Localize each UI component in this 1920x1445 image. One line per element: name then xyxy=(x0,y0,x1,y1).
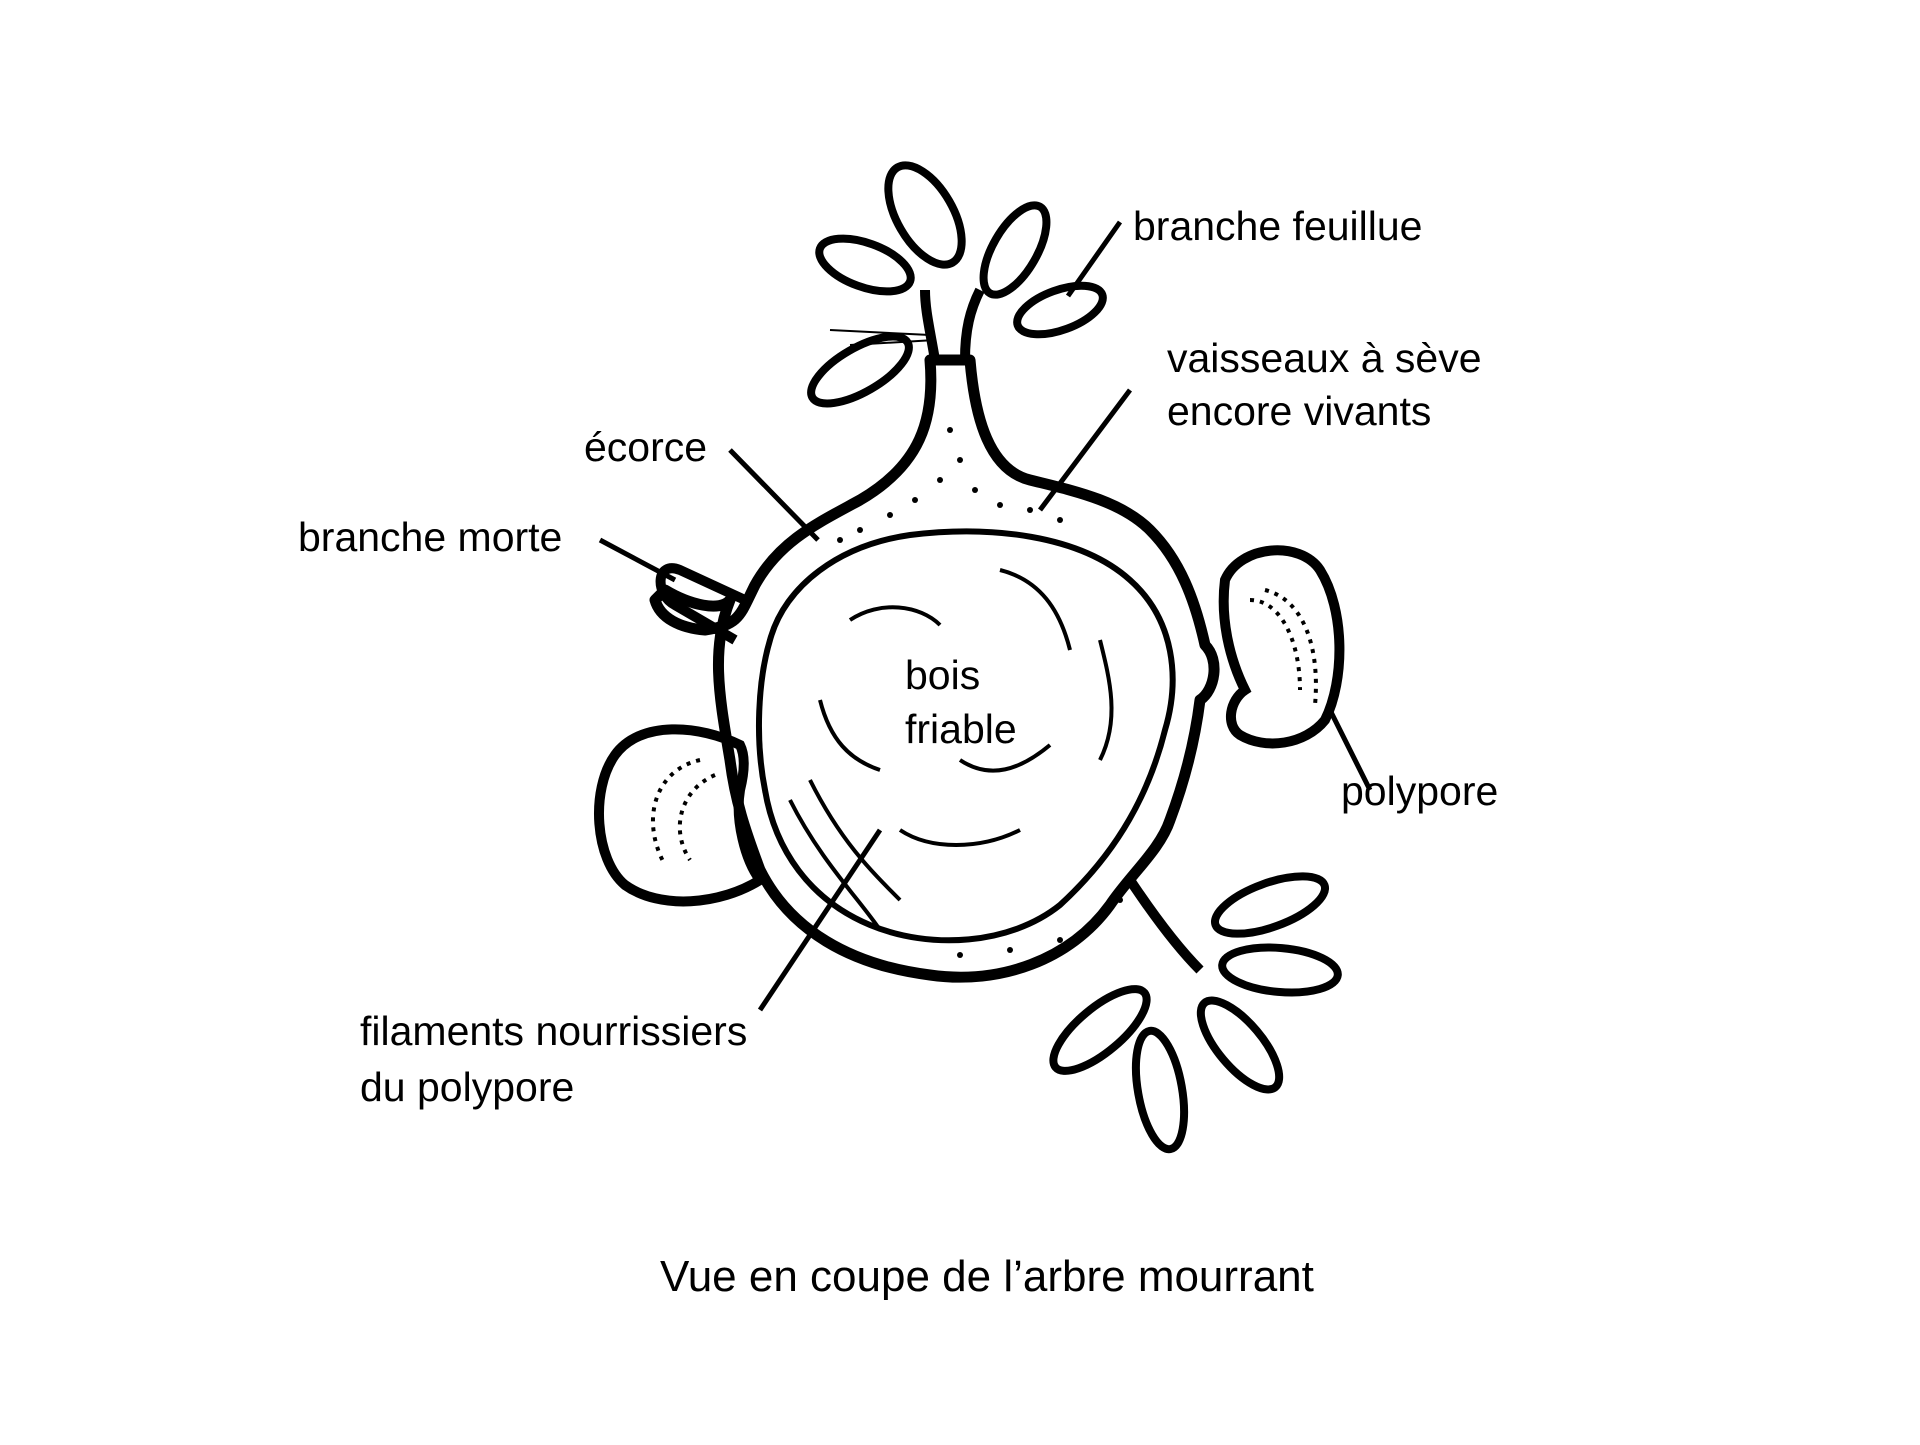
sapwood-ring xyxy=(756,528,1176,944)
polypore-right xyxy=(1218,545,1345,749)
leafy-branch-stem xyxy=(920,289,940,361)
leaf xyxy=(815,234,915,296)
leaf xyxy=(1218,943,1342,997)
leader-branche-morte xyxy=(598,537,677,583)
leader-vaisseaux xyxy=(1038,388,1132,512)
leaf xyxy=(979,201,1051,299)
label-filaments-line2: du polypore xyxy=(360,1064,575,1110)
label-filaments-line1: filaments nourrissiers xyxy=(360,1008,748,1054)
leaf xyxy=(1049,985,1151,1075)
leader-lines xyxy=(598,220,1373,1012)
figure-caption: Vue en coupe de l’arbre mourrant xyxy=(660,1252,1314,1301)
leaf xyxy=(1013,281,1107,339)
label-branche-morte: branche morte xyxy=(298,514,563,560)
leader-ecorce xyxy=(728,448,820,542)
dead-branch xyxy=(655,563,748,645)
label-bois: bois xyxy=(905,652,981,698)
wood-cracks xyxy=(788,568,1114,932)
sap-stipple xyxy=(837,427,1123,958)
polypore-left xyxy=(594,724,768,907)
label-vaisseaux-line1: vaisseaux à sève xyxy=(1167,335,1482,381)
leafy-branch-lower-stem xyxy=(1125,877,1204,974)
label-branche-feuillue: branche feuillue xyxy=(1133,203,1423,249)
leaf xyxy=(884,161,966,269)
leader-branche-feuillue xyxy=(1065,220,1123,298)
label-friable: friable xyxy=(905,706,1017,752)
leaf xyxy=(1131,1026,1189,1154)
leaf xyxy=(1210,872,1330,938)
label-vaisseaux-line2: encore vivants xyxy=(1167,388,1432,434)
label-ecorce: écorce xyxy=(584,424,708,470)
leaf xyxy=(1196,996,1284,1094)
leafy-branch-stem-2 xyxy=(960,287,985,361)
leader-filaments xyxy=(757,828,883,1012)
bark-outline xyxy=(649,354,1220,983)
label-polypore: polypore xyxy=(1341,768,1499,814)
leader-polypore xyxy=(1327,708,1373,792)
leaf xyxy=(807,332,913,408)
